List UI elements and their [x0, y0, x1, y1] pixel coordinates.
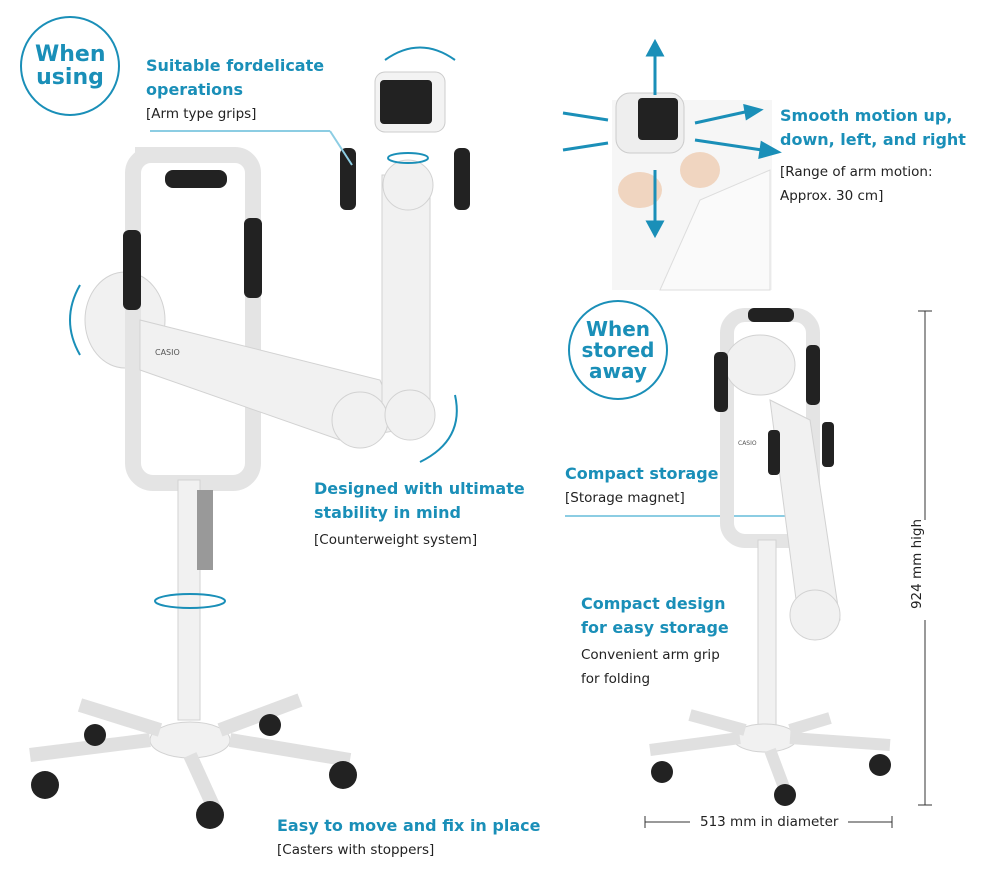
stand-stored — [649, 308, 891, 793]
hands-holding-device-photo — [612, 92, 772, 291]
callout-subtitle: [Range of arm motion: — [780, 164, 933, 180]
rotation-arrows — [69, 46, 795, 609]
callout-title: Compact storage — [565, 464, 719, 483]
height-dimension: 924 mm high — [909, 518, 926, 610]
callout-subtitle: [Storage magnet] — [565, 490, 685, 506]
stand-in-use — [29, 147, 436, 813]
svg-text:CASIO: CASIO — [738, 440, 757, 447]
callout-subtitle: [Arm type grips] — [146, 106, 257, 122]
diameter-dimension: 513 mm in diameter — [700, 814, 839, 830]
callout-subtitle: [Casters with stoppers] — [277, 842, 435, 858]
callout-subtitle: Convenient arm grip — [581, 647, 720, 663]
motion-arrows — [562, 38, 782, 239]
when-using-badge: When using — [20, 16, 120, 116]
casio-logo: CASIO — [155, 348, 180, 357]
callout-motion: Smooth motion up, down, left, and right … — [780, 104, 990, 208]
when-stored-badge: When stored away — [568, 300, 668, 400]
callout-grips: Suitable fordelicate operations [Arm typ… — [146, 54, 336, 126]
callout-title: Compact design — [581, 594, 726, 613]
callout-title: Suitable fordelicate operations — [146, 56, 325, 99]
callout-stability: Designed with ultimate stability in mind… — [314, 477, 525, 552]
callout-subtitle: [Counterweight system] — [314, 532, 478, 548]
callout-storage: Compact storage [Storage magnet] — [565, 462, 719, 510]
callout-title: for easy storage — [581, 618, 729, 637]
callout-title: Easy to move and fix in place — [277, 816, 541, 835]
callout-title: stability in mind — [314, 503, 461, 522]
badge-label: When stored away — [581, 316, 655, 383]
callout-title: Smooth motion up, down, left, and right — [780, 106, 966, 149]
badge-label: When using — [35, 41, 106, 90]
callout-title: Designed with ultimate — [314, 479, 525, 498]
callout-subtitle: Approx. 30 cm] — [780, 188, 884, 204]
callout-casters: Easy to move and fix in place [Casters w… — [277, 814, 540, 862]
dimension-lines — [644, 310, 932, 828]
callout-compact: Compact design for easy storage Convenie… — [581, 592, 729, 691]
callout-subtitle: for folding — [581, 671, 651, 687]
